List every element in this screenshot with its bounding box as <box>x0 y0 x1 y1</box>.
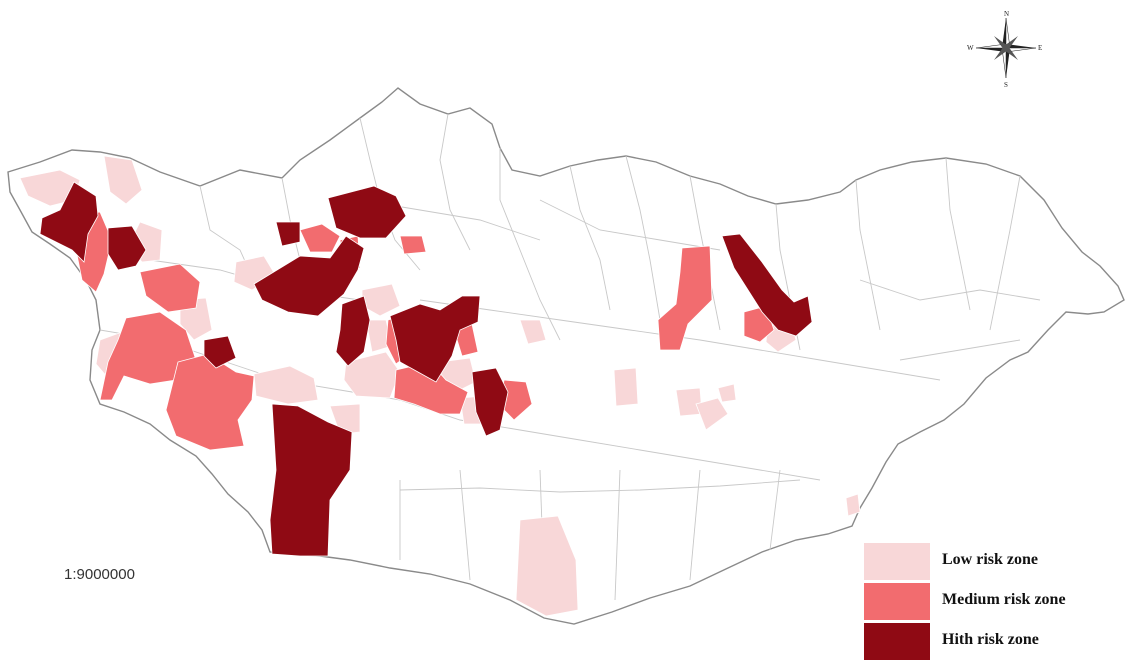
region-high <box>253 235 365 317</box>
region-medium <box>139 263 201 313</box>
region-medium <box>99 311 197 401</box>
region-high <box>107 225 147 271</box>
region-low <box>515 515 579 617</box>
legend-swatch-low <box>864 543 930 580</box>
map-canvas <box>7 87 1125 625</box>
region-high <box>203 335 237 369</box>
region-low <box>253 365 319 405</box>
low-risk-regions <box>19 155 861 617</box>
map-legend: Low risk zone Medium risk zone Hith risk… <box>864 543 1126 663</box>
region-high <box>269 403 353 557</box>
region-medium <box>299 223 341 253</box>
region-high <box>389 295 481 383</box>
legend-label-medium: Medium risk zone <box>942 591 1066 608</box>
medium-risk-regions <box>73 211 775 451</box>
region-low <box>103 155 143 205</box>
legend-label-low: Low risk zone <box>942 551 1038 568</box>
compass-north-label: N <box>1004 10 1009 18</box>
region-low <box>519 319 547 345</box>
region-medium <box>165 353 255 451</box>
legend-item-medium: Medium risk zone <box>864 583 1126 620</box>
region-high <box>275 221 301 247</box>
region-medium <box>657 245 713 351</box>
region-high <box>327 185 407 239</box>
legend-swatch-high <box>864 623 930 660</box>
legend-label-high: Hith risk zone <box>942 631 1039 648</box>
legend-item-high: Hith risk zone <box>864 623 1126 660</box>
compass-south-label: S <box>1004 81 1008 88</box>
region-high <box>335 295 371 367</box>
legend-item-low: Low risk zone <box>864 543 1126 580</box>
region-low <box>343 351 401 399</box>
compass-west-label: W <box>967 44 974 52</box>
region-medium <box>399 235 427 255</box>
region-low <box>845 493 861 517</box>
region-low <box>675 387 703 417</box>
region-high <box>39 181 99 263</box>
map-scale-label: 1:9000000 <box>64 566 135 583</box>
compass-east-label: E <box>1038 44 1042 52</box>
compass-rose-icon: N S E W <box>967 10 1042 88</box>
region-low <box>695 397 729 431</box>
region-low <box>717 383 737 403</box>
region-high <box>721 233 813 337</box>
high-risk-regions <box>39 181 813 557</box>
region-low <box>613 367 639 407</box>
region-high <box>471 367 509 437</box>
legend-swatch-medium <box>864 583 930 620</box>
